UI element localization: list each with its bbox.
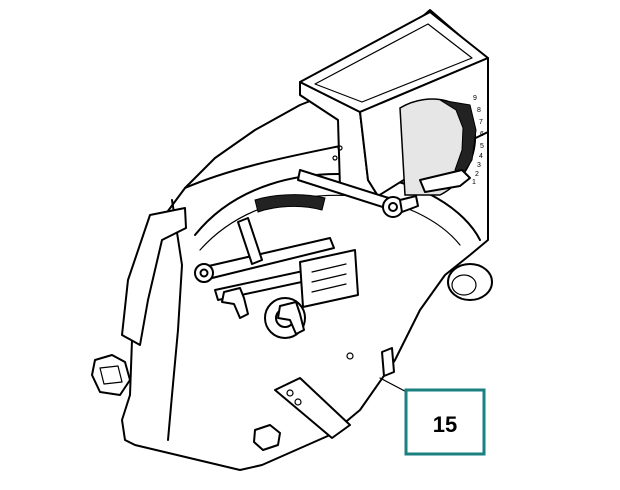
left-handle <box>121 207 187 346</box>
scale-label: 6 <box>480 131 484 138</box>
wing-nut-left <box>221 287 249 319</box>
scale-label: 9 <box>473 95 477 102</box>
window-slot <box>311 263 347 293</box>
scale-label: 2 <box>475 171 479 178</box>
wing-nut-center <box>277 301 305 335</box>
wing-nut-top <box>399 195 419 213</box>
bolt <box>332 155 338 161</box>
bottom-arm <box>274 377 351 439</box>
bolt <box>337 145 343 151</box>
arm-hole-1 <box>286 389 294 397</box>
scale-label: 7 <box>479 119 483 126</box>
scale-label: 5 <box>480 143 484 150</box>
vertical-pin <box>237 217 263 265</box>
hex-nut <box>253 424 281 451</box>
left-clip <box>91 354 131 396</box>
scale-label: 3 <box>477 162 481 169</box>
left-clip-detail <box>99 365 123 385</box>
scale-label: 1 <box>472 179 476 186</box>
front-panel-edge <box>167 199 183 441</box>
scale-label: 8 <box>477 107 481 114</box>
bolt <box>346 352 354 360</box>
left-knob-center <box>199 268 209 278</box>
hopper-inner <box>314 23 473 103</box>
bottom-pin <box>381 347 395 377</box>
coil-spring <box>254 194 326 213</box>
scale-label: 4 <box>479 153 483 160</box>
callout-label: 15 <box>433 412 457 437</box>
right-knob-face <box>451 274 477 296</box>
arm-hole-2 <box>294 398 302 406</box>
dial-lever <box>419 169 471 193</box>
rod-end-hole <box>388 202 398 212</box>
right-knob <box>447 263 493 301</box>
callout-box <box>404 388 486 456</box>
